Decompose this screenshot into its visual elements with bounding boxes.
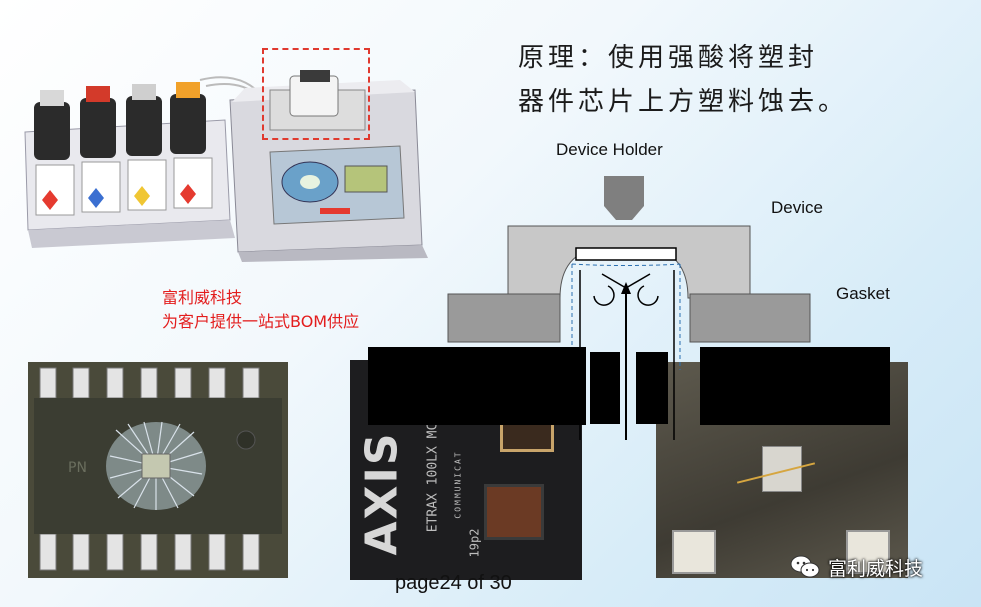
watermark-text: 富利威科技 — [828, 557, 924, 580]
etching-equipment-photo — [24, 70, 428, 262]
wechat-icon — [790, 555, 820, 578]
label-device: Device — [771, 198, 823, 217]
chip-marking-etrax: ETRAX 100LX MC — [425, 422, 441, 533]
redaction-block-left — [368, 347, 586, 425]
company-name: 富利威科技 — [162, 288, 243, 307]
chip-marking-communicat: COMMUNICAT — [453, 450, 463, 519]
highlight-box — [262, 48, 370, 140]
chip-marking-date: 19p2 — [467, 528, 482, 558]
chip-marking-axis: AXIS — [356, 431, 408, 556]
acid-bottles — [34, 82, 206, 160]
svg-text:PN: PN — [68, 460, 87, 476]
redaction-block-right — [700, 347, 890, 425]
principle-line-1: 原理：使用强酸将塑封 — [518, 43, 819, 73]
watermark: 富利威科技 — [790, 550, 923, 584]
company-text: 富利威科技 为客户提供一站式BOM供应 — [162, 286, 359, 334]
principle-text: 原理：使用强酸将塑封 器件芯片上方塑料蚀去。 — [518, 36, 958, 124]
redaction-block-center-left — [590, 352, 620, 424]
company-slogan: 为客户提供一站式BOM供应 — [162, 312, 360, 331]
decapped-ic-photo: PN — [28, 362, 288, 578]
principle-line-2: 器件芯片上方塑料蚀去。 — [518, 87, 849, 117]
decap-diagram — [447, 176, 811, 440]
page-label: page24 of 30 — [395, 572, 512, 594]
chip-window-bottom — [484, 484, 544, 540]
label-gasket: Gasket — [836, 284, 890, 303]
redaction-block-center-right — [636, 352, 668, 424]
label-device-holder: Device Holder — [556, 140, 663, 159]
